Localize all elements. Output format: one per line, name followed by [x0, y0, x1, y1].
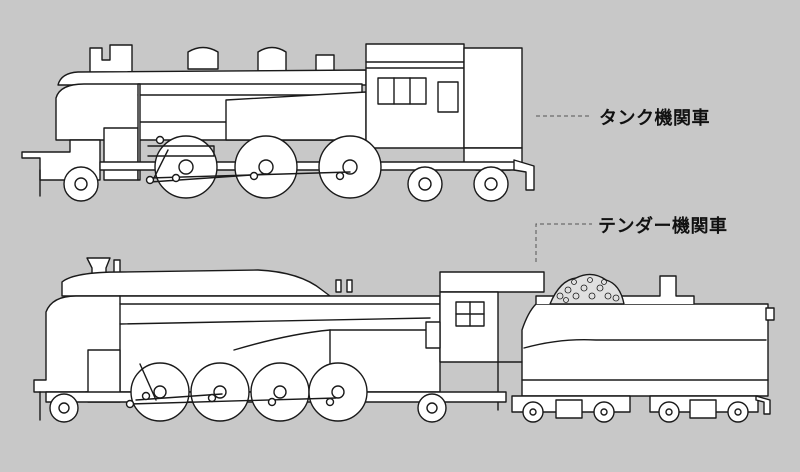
tender-boiler — [61, 269, 331, 297]
tender-car — [521, 303, 769, 397]
tank-cab-door — [437, 81, 459, 113]
tank-locomotive-label: タンク機関車 — [599, 108, 710, 129]
tender-driving-wheels — [49, 362, 447, 423]
tender-cab — [439, 271, 545, 293]
tank-dome-fittings — [89, 44, 335, 78]
tender-leader-line — [535, 223, 592, 262]
tank-coal-bunker — [463, 47, 523, 149]
tank-boiler — [57, 69, 367, 86]
tender-locomotive-label: テンダー機関車 — [598, 216, 728, 237]
tender-valve-gear — [125, 363, 337, 409]
tank-rear-tank — [225, 91, 367, 141]
tank-wheels — [63, 135, 509, 202]
tank-valve-gear — [145, 135, 351, 185]
tank-cab-window — [377, 77, 427, 105]
tender-locomotive — [33, 257, 775, 423]
tank-locomotive — [21, 43, 535, 202]
tender-bogies — [511, 395, 759, 423]
